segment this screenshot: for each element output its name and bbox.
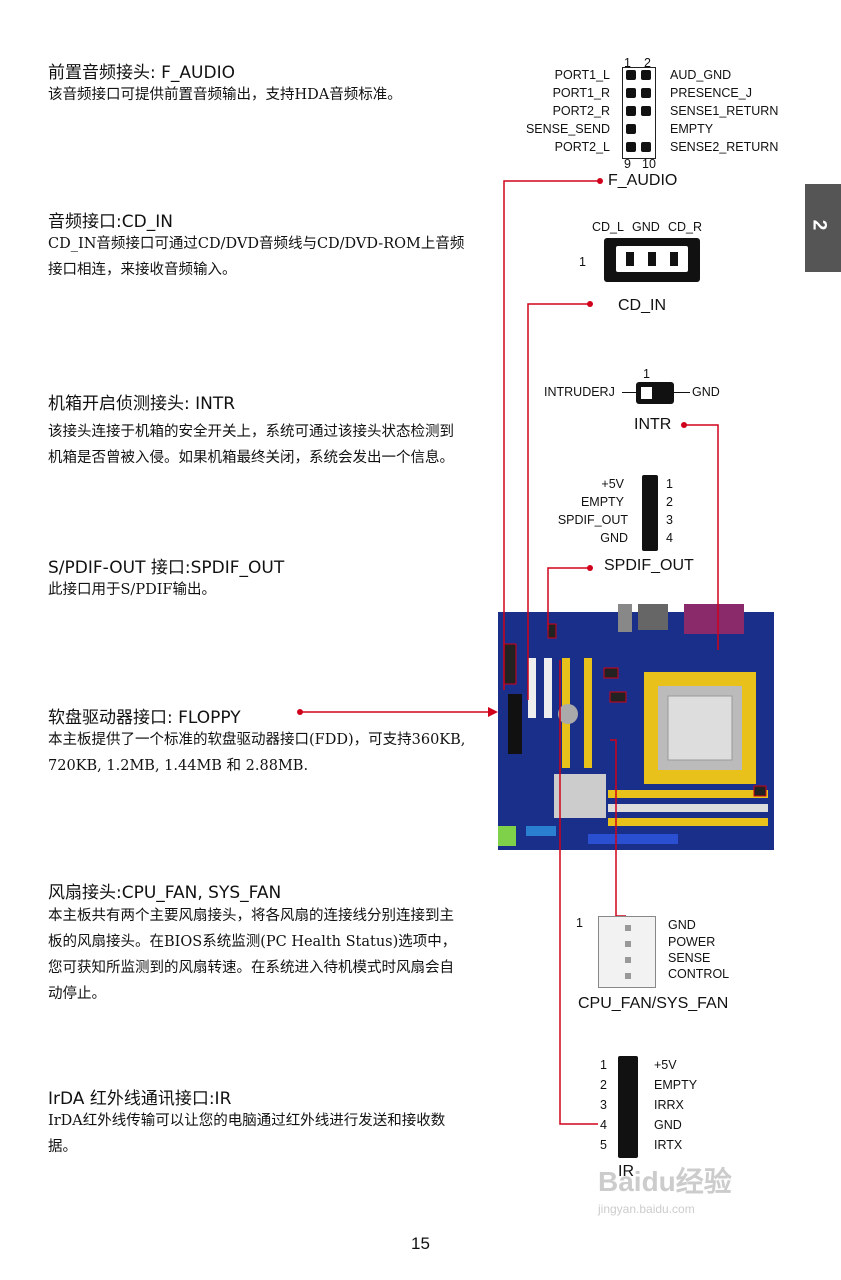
cdin-caption: CD_IN (618, 297, 667, 314)
fan-connector (598, 916, 656, 988)
faudio-caption: F_AUDIO (608, 172, 678, 189)
ir-label-1: +5V (654, 1058, 677, 1072)
faudio-pin (641, 88, 651, 98)
watermark: Baidu经验 jingyan.baidu.com (598, 1160, 732, 1216)
spdif-label-2: EMPTY (580, 495, 624, 509)
section-body-fan: 本主板共有两个主要风扇接头，将各风扇的连接线分别连接到主板的风扇接头。在BIOS… (48, 908, 457, 1002)
faudio-label-l3: PORT2_R (552, 104, 610, 118)
faudio-pin-10: 10 (642, 157, 656, 171)
faudio-pin (626, 88, 636, 98)
section-title-audio: 前置音频接头: F_AUDIO (48, 63, 235, 83)
fan-caption: CPU_FAN/SYS_FAN (578, 995, 729, 1012)
ir-label-4: GND (654, 1118, 682, 1132)
ir-num-3: 3 (600, 1098, 607, 1112)
section-body-audio: 该音频接口可提供前置音频输出，支持HDA音频标准。 (48, 87, 402, 103)
section-body-intr: 该接头连接于机箱的安全开关上，系统可通过该接头状态检测到机箱是否曾被入侵。如果机… (48, 424, 454, 466)
faudio-label-l4: SENSE_SEND (525, 122, 610, 136)
faudio-label-l2: PORT1_R (552, 86, 610, 100)
ir-label-2: EMPTY (654, 1078, 698, 1092)
faudio-pin-9: 9 (624, 157, 631, 171)
faudio-label-r5: SENSE2_RETURN (670, 140, 779, 154)
section-title-irda: IrDA 红外线通讯接口:IR (48, 1089, 232, 1109)
intr-caption: INTR (634, 416, 672, 433)
intr-label-right: GND (692, 385, 720, 399)
faudio-pin (641, 70, 651, 80)
cdin-label-cdl: CD_L (592, 220, 624, 234)
section-body-irda: IrDA红外线传输可以让您的电脑通过红外线进行发送和接收数据。 (48, 1113, 446, 1155)
fan-label-1: GND (668, 918, 696, 932)
section-title-fan: 风扇接头:CPU_FAN, SYS_FAN (48, 883, 282, 903)
spdif-header (642, 475, 658, 551)
faudio-pin (641, 142, 651, 152)
section-title-cdin: 音频接口:CD_IN (48, 212, 173, 232)
faudio-pin (626, 70, 636, 80)
faudio-pin (626, 106, 636, 116)
section-title-spdif: S/PDIF-OUT 接口:SPDIF_OUT (48, 558, 285, 578)
cdin-label-cdr: CD_R (668, 220, 703, 234)
spdif-label-3: SPDIF_OUT (557, 513, 628, 527)
fan-label-4: CONTROL (668, 967, 730, 981)
ir-label-5: IRTX (654, 1138, 683, 1152)
cdin-connector (604, 238, 700, 282)
ir-num-1: 1 (600, 1058, 607, 1072)
cdin-label-gnd: GND (632, 220, 660, 234)
ir-caption: IR (618, 1163, 634, 1180)
faudio-label-r3: SENSE1_RETURN (670, 104, 779, 118)
section-body-cdin: CD_IN音频接口可通过CD/DVD音频线与CD/DVD-ROM上音频接口相连，… (48, 236, 465, 278)
watermark-brand: Baidu经验 (598, 1166, 732, 1197)
faudio-label-r1: AUD_GND (670, 68, 732, 82)
fan-label-2: POWER (668, 935, 716, 949)
ir-label-3: IRRX (654, 1098, 684, 1112)
fan-pin-1: 1 (576, 916, 583, 930)
section-body-spdif: 此接口用于S/PDIF输出。 (48, 582, 216, 598)
watermark-url: jingyan.baidu.com (598, 1202, 695, 1216)
chapter-tab: 2 (805, 184, 841, 272)
faudio-label-l5: PORT2_L (554, 140, 610, 154)
spdif-caption: SPDIF_OUT (604, 557, 694, 574)
faudio-pin-2: 2 (644, 56, 651, 70)
intr-label-left: INTRUDERJ (544, 385, 615, 399)
faudio-label-l1: PORT1_L (554, 68, 610, 82)
intr-pin-1: 1 (643, 367, 650, 381)
spdif-num-1: 1 (666, 477, 673, 491)
spdif-num-3: 3 (666, 513, 673, 527)
motherboard-graphic (498, 604, 774, 850)
cdin-pin-1: 1 (579, 255, 586, 269)
faudio-pin (626, 124, 636, 134)
spdif-num-4: 4 (666, 531, 673, 545)
faudio-label-r4: EMPTY (670, 122, 714, 136)
spdif-label-4: GND (600, 531, 628, 545)
spdif-label-1: +5V (601, 477, 624, 491)
fan-label-3: SENSE (668, 951, 711, 965)
motherboard-image (498, 604, 774, 850)
faudio-pin-1: 1 (624, 56, 631, 70)
spdif-num-2: 2 (666, 495, 673, 509)
section-title-intr: 机箱开启侦测接头: INTR (48, 394, 236, 414)
faudio-label-r2: PRESENCE_J (670, 86, 752, 100)
ir-header (618, 1056, 638, 1158)
section-title-floppy: 软盘驱动器接口: FLOPPY (48, 708, 241, 728)
section-body-floppy: 本主板提供了一个标准的软盘驱动器接口(FDD)，可支持360KB, 720KB,… (48, 732, 466, 774)
ir-num-5: 5 (600, 1138, 607, 1152)
ir-num-2: 2 (600, 1078, 607, 1092)
faudio-pin (641, 106, 651, 116)
page-number: 15 (411, 1234, 430, 1253)
faudio-pin (626, 142, 636, 152)
ir-num-4: 4 (600, 1118, 607, 1132)
